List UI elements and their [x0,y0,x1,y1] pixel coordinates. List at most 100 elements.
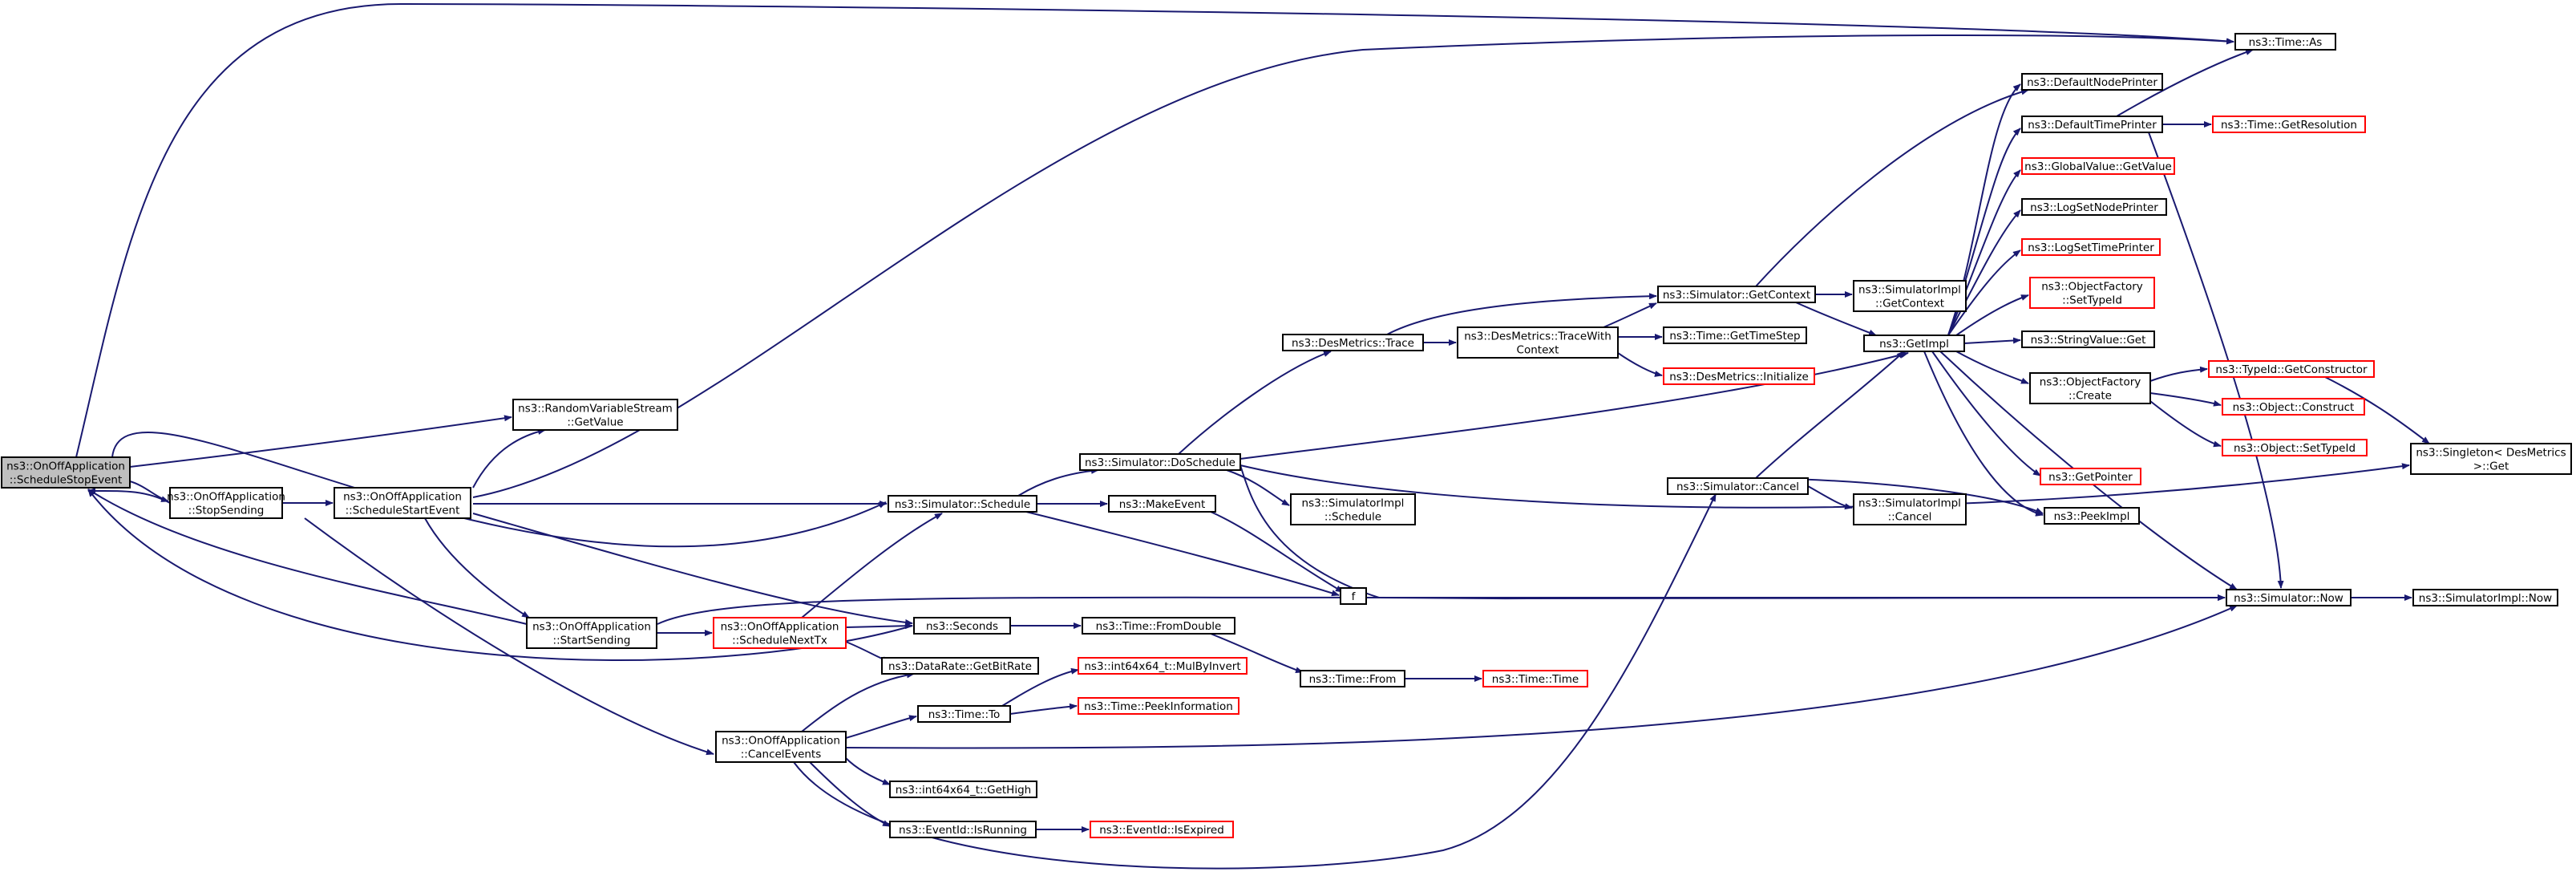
edge-cancelEvents-to-simCancel [793,493,1717,870]
node-implCancel[interactable]: ns3::SimulatorImpl::Cancel [1853,493,1967,525]
edge-getImpl-to-logSetNode [1947,209,2021,336]
node-implGetContext[interactable]: ns3::SimulatorImpl::GetContext [1853,280,1967,312]
node-defTimePrinter[interactable]: ns3::DefaultTimePrinter [2021,116,2163,133]
node-f[interactable]: f [1340,587,1367,605]
edge-scheduleStart-to-seconds [472,513,913,626]
node-ofCreate[interactable]: ns3::ObjectFactory::Create [2029,372,2151,404]
node-defNodePrinter[interactable]: ns3::DefaultNodePrinter [2021,73,2163,91]
node-label: ::ScheduleStartEvent [346,505,460,517]
node-getImpl[interactable]: ns3::GetImpl [1863,335,1965,352]
node-implSchedule[interactable]: ns3::SimulatorImpl::Schedule [1290,493,1416,525]
node-stopSending[interactable]: ns3::OnOffApplication::StopSending [167,487,285,519]
node-box [2044,507,2140,525]
node-peekImpl[interactable]: ns3::PeekImpl [2044,507,2140,525]
node-timeTime[interactable]: ns3::Time::Time [1482,670,1588,687]
edge-defTimePrinter-to-timeAs [2116,49,2254,117]
node-box [1340,587,1367,605]
node-label: ::StopSending [188,505,265,517]
node-label: ns3::OnOffApplication [721,621,839,634]
edge-root-to-rvsGetValue [129,415,512,468]
node-label: ns3::Time::Time [1492,673,1579,686]
node-seconds[interactable]: ns3::Seconds [913,617,1011,635]
node-timeFrom[interactable]: ns3::Time::From [1300,670,1405,687]
node-dmTrace[interactable]: ns3::DesMetrics::Trace [1282,334,1424,351]
edge-layer [75,2,2430,870]
edge-makeEvent-to-f [1210,511,1344,593]
node-simNow[interactable]: ns3::Simulator::Now [2226,589,2352,606]
node-makeEvent[interactable]: ns3::MakeEvent [1108,495,1216,513]
edge-scheduleStart-to-timeAs [472,34,2234,498]
node-label: ns3::RandomVariableStream [518,403,673,416]
node-box [1300,670,1405,687]
node-box [2412,589,2558,606]
edge-simCancel-to-implCancel [1807,485,1853,510]
edge-getImpl-to-ofSetTypeId [1955,294,2029,336]
edge-getImpl-to-ofCreate [1955,351,2029,384]
node-box [2222,398,2365,416]
node-cancelEvents[interactable]: ns3::OnOffApplication::CancelEvents [715,731,847,763]
node-getPointer[interactable]: ns3::GetPointer [2040,468,2141,485]
edge-ofCreate-to-getCtor [2149,366,2208,382]
node-getBitRate[interactable]: ns3::DataRate::GetBitRate [881,657,1039,675]
node-doSchedule[interactable]: ns3::Simulator::DoSchedule [1079,453,1241,471]
node-logSetTime[interactable]: ns3::LogSetTimePrinter [2021,238,2161,256]
node-box [1853,493,1967,525]
node-timeTo[interactable]: ns3::Time::To [917,705,1011,723]
node-objConstruct[interactable]: ns3::Object::Construct [2222,398,2365,416]
node-label: ns3::OnOffApplication [343,491,462,504]
node-getTimeStep[interactable]: ns3::Time::GetTimeStep [1663,326,1807,344]
node-label: ns3::SimulatorImpl::Now [2419,592,2552,605]
node-label: ns3::MakeEvent [1119,498,1206,511]
node-getHigh[interactable]: ns3::int64x64_t::GetHigh [889,781,1037,798]
node-label: f [1352,590,1357,603]
node-box [2212,116,2366,133]
node-ofSetTypeId[interactable]: ns3::ObjectFactory::SetTypeId [2029,277,2155,309]
node-label: ns3::Seconds [926,620,998,633]
edge-dmTrace-to-getContext [1386,293,1657,335]
edge-getImpl-to-strGet [1963,337,2021,344]
node-label: ns3::Simulator::Now [2234,592,2343,605]
node-box [526,617,657,649]
node-mulByInvert[interactable]: ns3::int64x64_t::MulByInvert [1078,657,1248,675]
edge-timeTo-to-peekInfo [1009,703,1078,715]
node-label: ns3::OnOffApplication [532,621,651,634]
node-peekInfo[interactable]: ns3::Time::PeekInformation [1078,697,1239,715]
node-box [2226,589,2352,606]
node-isRunning[interactable]: ns3::EventId::IsRunning [889,821,1037,838]
edge-ofCreate-to-objConstruct [2149,392,2222,407]
node-label: ns3::Time::From [1309,673,1397,686]
edge-getContext-to-defNodePrinter [1755,88,2029,287]
node-label: ns3::GetImpl [1879,338,1949,351]
node-label: ns3::GetPointer [2048,471,2133,484]
node-isExpired[interactable]: ns3::EventId::IsExpired [1090,821,1234,838]
node-implNow[interactable]: ns3::SimulatorImpl::Now [2412,589,2558,606]
node-layer: ns3::OnOffApplication::ScheduleStopEvent… [1,33,2572,838]
node-scheduleStart[interactable]: ns3::OnOffApplication::ScheduleStartEven… [334,487,471,519]
node-simCancel[interactable]: ns3::Simulator::Cancel [1667,477,1809,495]
node-getCtor[interactable]: ns3::TypeId::GetConstructor [2208,360,2375,378]
edge-cancelEvents-to-getHigh [845,757,891,785]
node-getResolution[interactable]: ns3::Time::GetResolution [2212,116,2366,133]
node-label: ns3::TypeId::GetConstructor [2215,363,2368,376]
node-startSending[interactable]: ns3::OnOffApplication::StartSending [526,617,657,649]
node-singletonGet[interactable]: ns3::Singleton< DesMetrics>::Get [2410,443,2572,475]
node-fromDouble[interactable]: ns3::Time::FromDouble [1082,617,1235,635]
node-simSchedule[interactable]: ns3::Simulator::Schedule [888,495,1037,513]
node-scheduleNextTx[interactable]: ns3::OnOffApplication::ScheduleNextTx [713,617,847,649]
node-dmInit[interactable]: ns3::DesMetrics::Initialize [1663,367,1815,385]
node-label: ns3::Time::FromDouble [1096,620,1222,633]
edge-timeTo-to-mulByInvert [1001,667,1079,707]
node-strGet[interactable]: ns3::StringValue::Get [2021,330,2155,348]
node-box [2029,372,2151,404]
node-objSetTypeId[interactable]: ns3::Object::SetTypeId [2222,439,2368,456]
node-box [1863,335,1965,352]
node-label: ns3::SimulatorImpl [1858,284,1961,297]
node-rvsGetValue[interactable]: ns3::RandomVariableStream::GetValue [512,399,678,431]
node-gvGetValue[interactable]: ns3::GlobalValue::GetValue [2021,157,2175,175]
node-getContext[interactable]: ns3::Simulator::GetContext [1657,286,1816,303]
node-box [889,821,1037,838]
node-logSetNode[interactable]: ns3::LogSetNodePrinter [2021,198,2167,216]
node-root[interactable]: ns3::OnOffApplication::ScheduleStopEvent [1,456,131,489]
node-timeAs[interactable]: ns3::Time::As [2234,33,2336,51]
